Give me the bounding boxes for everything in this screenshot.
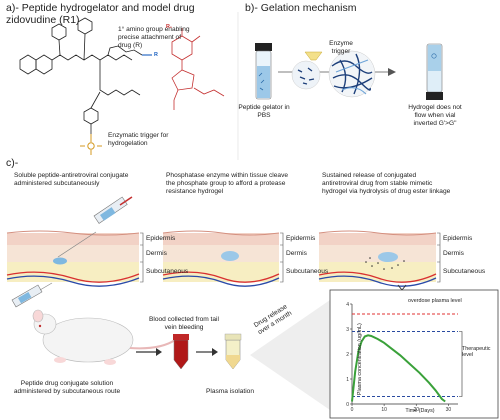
y-tick-label: 2 xyxy=(346,352,349,358)
y-tick-label: 0 xyxy=(346,402,349,408)
syringe-1 xyxy=(57,196,133,258)
plasma-isolation-text: Plasma isolation xyxy=(205,388,254,395)
enzymatic-trigger-note: Enzymatic trigger for hydrogelation xyxy=(108,132,169,147)
y-tick-label: 1 xyxy=(346,377,349,383)
zidovudine-structure xyxy=(171,28,225,110)
process-arrows xyxy=(136,348,218,356)
layer-epidermis-2: Epidermis xyxy=(286,235,316,242)
x-tick-label: 30 xyxy=(446,407,452,413)
r1-label: R₁ xyxy=(166,24,173,30)
panel-c-label: c)- xyxy=(6,157,19,169)
pharmacokinetic-chart: 0 10 20 30 0 1 2 3 4 xyxy=(346,302,463,413)
layer-dermis-3: Dermis xyxy=(443,250,464,257)
phosphate-group xyxy=(80,134,102,155)
injection-text: Peptide drug conjugate solution administ… xyxy=(13,380,121,395)
layer-brackets xyxy=(140,232,441,283)
overdose-annotation: overdose plasma level xyxy=(408,298,462,304)
layer-epidermis-1: Epidermis xyxy=(146,235,176,242)
chart-y-label: Plasma concentration (ug/mL) xyxy=(356,323,363,396)
therapeutic-annotation: Therapeutic level xyxy=(462,346,491,359)
amino-group-note: 1° amino group enabling precise attachme… xyxy=(118,26,190,49)
mouse-illustration xyxy=(32,309,176,365)
blood-tube xyxy=(173,334,189,370)
skin-cross-section-1 xyxy=(6,230,140,287)
panel-a-title: a)- Peptide hydrogelator and model drug … xyxy=(6,2,195,26)
plasma-tube xyxy=(224,333,242,370)
layer-subcutaneous-2: Subcutaneous xyxy=(286,268,329,275)
zoom-circle-fibers xyxy=(328,50,376,98)
r-label: R xyxy=(154,52,158,58)
skin-cross-section-3 xyxy=(318,230,437,287)
panel-b-title: b)- Gelation mechanism xyxy=(245,2,357,14)
layer-subcutaneous-3: Subcutaneous xyxy=(443,268,486,275)
layer-subcutaneous-1: Subcutaneous xyxy=(146,268,189,275)
y-tick-label: 4 xyxy=(346,302,349,308)
plasma-concentration-curve xyxy=(351,334,446,403)
peptide-structure xyxy=(19,17,152,134)
step-3-text: Sustained release of conjugated antiretr… xyxy=(322,172,451,195)
x-tick-label: 20 xyxy=(413,407,419,413)
peptide-gelator-label: Peptide gelator in PBS xyxy=(238,104,290,119)
vial-right xyxy=(426,43,443,100)
layer-epidermis-3: Epidermis xyxy=(443,235,473,242)
chart-x-label: Time (Days) xyxy=(405,408,435,414)
layer-dermis-1: Dermis xyxy=(146,250,167,257)
enzyme-icon xyxy=(304,51,323,61)
skin-cross-section-2 xyxy=(162,230,280,287)
vial-left xyxy=(255,43,272,100)
hydrogel-label: Hydrogel does not flow when vial inverte… xyxy=(408,104,462,127)
therapeutic-bracket xyxy=(459,331,463,397)
blood-collection-text: Blood collected from tail vein bleeding xyxy=(148,316,219,331)
enzyme-trigger-label: Enzyme trigger xyxy=(329,40,353,55)
syringe-2 xyxy=(11,282,53,308)
zoom-wedge xyxy=(250,300,330,410)
step-1-text: Soluble peptide-antiretroviral conjugate… xyxy=(14,172,129,187)
step-2-text: Phosphatase enzyme within tissue cleave … xyxy=(166,172,289,195)
x-tick-label: 0 xyxy=(351,407,354,413)
y-tick-label: 3 xyxy=(346,327,349,333)
zoom-circle-left xyxy=(291,60,321,90)
x-tick-label: 10 xyxy=(381,407,387,413)
layer-dermis-2: Dermis xyxy=(286,250,307,257)
